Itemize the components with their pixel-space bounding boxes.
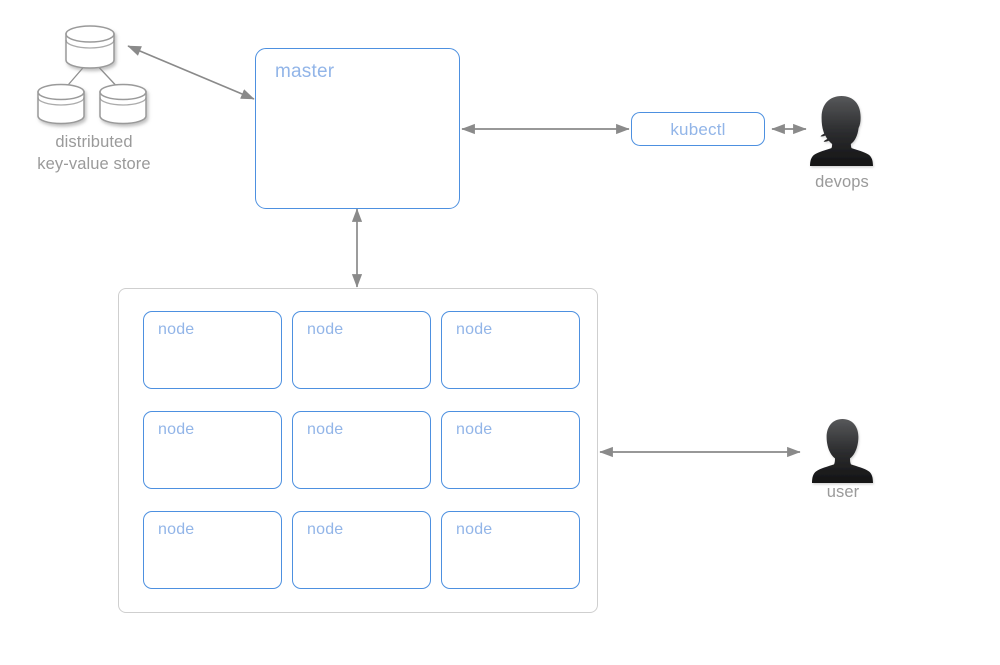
node-box-7[interactable]: node [143,511,282,589]
node-box-6[interactable]: node [441,411,580,489]
node-box-4[interactable]: node [143,411,282,489]
node-label: node [456,421,493,438]
connector-store-master [127,45,255,100]
datastore-cylinder-top [65,25,115,69]
user-avatar-icon [812,419,873,483]
node-label: node [158,421,195,438]
node-group-container: node node node node node node node node … [118,288,598,613]
kubectl-label: kubectl [670,120,726,139]
node-label: node [307,521,344,538]
node-box-9[interactable]: node [441,511,580,589]
master-box[interactable]: master [255,48,460,209]
datastore-cylinder-left [37,83,85,125]
datastore-cylinder-right [99,83,147,125]
node-label: node [158,521,195,538]
node-label: node [307,421,344,438]
master-label: master [275,61,335,82]
datastore-caption-line2: key-value store [37,155,151,173]
datastore-caption: distributed key-value store [14,131,174,175]
node-box-3[interactable]: node [441,311,580,389]
node-box-1[interactable]: node [143,311,282,389]
node-label: node [456,521,493,538]
devops-label: devops [815,173,869,191]
user-label: user [826,483,860,501]
datastore-caption-line1: distributed [55,133,133,151]
node-label: node [456,321,493,338]
devops-avatar-icon [810,96,873,166]
kubectl-box[interactable]: kubectl [631,112,765,146]
node-label: node [158,321,195,338]
node-box-5[interactable]: node [292,411,431,489]
node-box-8[interactable]: node [292,511,431,589]
node-box-2[interactable]: node [292,311,431,389]
node-label: node [307,321,344,338]
